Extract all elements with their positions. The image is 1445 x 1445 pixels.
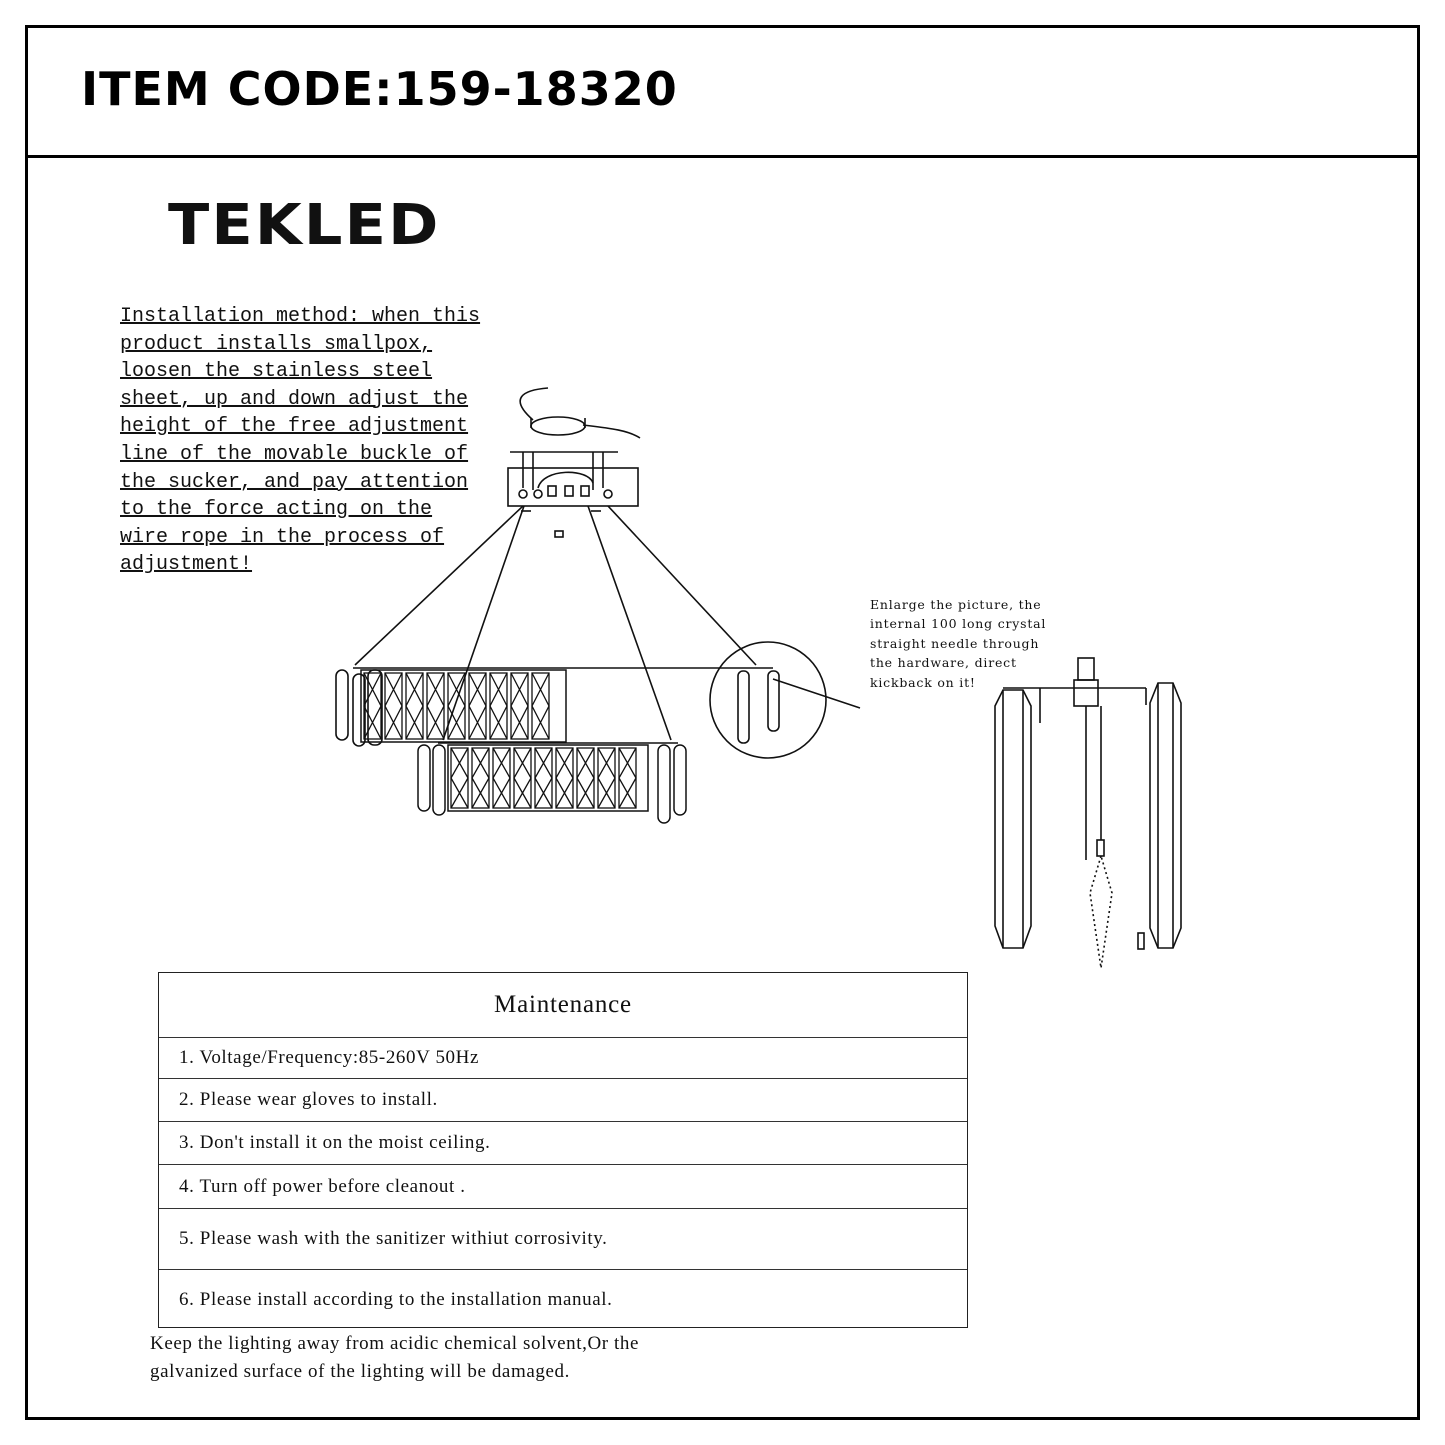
upper-crystal-panels bbox=[363, 672, 550, 740]
installation-method-text: Installation method: when this product i… bbox=[120, 305, 481, 577]
maintenance-item: 6. Please install according to the insta… bbox=[159, 1269, 967, 1329]
suspension-wire bbox=[607, 505, 757, 666]
magnifier-callout bbox=[709, 641, 861, 759]
brand-logo: TEKLED bbox=[168, 193, 441, 258]
header-bar: ITEM CODE:159-18320 bbox=[28, 28, 1417, 158]
driver-box bbox=[530, 416, 586, 436]
suspension-wire bbox=[442, 505, 525, 741]
enlarged-crystal-detail bbox=[994, 657, 1182, 969]
ceiling-canopy bbox=[507, 467, 639, 507]
lower-crystal-panels bbox=[450, 747, 637, 809]
maintenance-item: 2. Please wear gloves to install. bbox=[159, 1078, 967, 1121]
maintenance-title: Maintenance bbox=[494, 991, 632, 1018]
upper-crystal-tier bbox=[360, 669, 567, 743]
lower-crystal-tier bbox=[417, 742, 687, 824]
maintenance-item: 3. Don't install it on the moist ceiling… bbox=[159, 1121, 967, 1164]
maintenance-item: 4. Turn off power before cleanout . bbox=[159, 1164, 967, 1208]
maintenance-table: Maintenance 1. Voltage/Frequency:85-260V… bbox=[158, 972, 968, 1328]
maintenance-item: 1. Voltage/Frequency:85-260V 50Hz bbox=[159, 1037, 967, 1078]
suspension-wire bbox=[587, 505, 672, 741]
acid-warning-note: Keep the lighting away from acidic chemi… bbox=[150, 1333, 640, 1382]
chandelier-diagram bbox=[335, 387, 1182, 969]
item-code: ITEM CODE:159-18320 bbox=[81, 62, 678, 116]
maintenance-item: 5. Please wash with the sanitizer withiu… bbox=[159, 1208, 967, 1269]
power-cable bbox=[519, 387, 641, 439]
instruction-sheet: ITEM CODE:159-18320 TEKLED Installation … bbox=[25, 25, 1420, 1420]
enlarge-picture-note: Enlarge the picture, the internal 100 lo… bbox=[870, 597, 1047, 690]
suspension-wire bbox=[354, 505, 524, 666]
